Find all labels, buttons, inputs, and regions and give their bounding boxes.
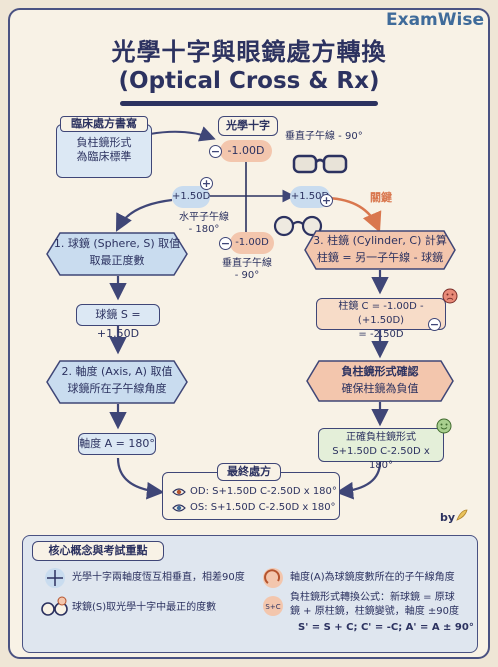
minus-icon: − [428, 318, 441, 331]
confirm-sub: 確保柱鏡為負值 [341, 382, 419, 395]
core-item-4-line-2: 鏡 + 原柱鏡，柱鏡變號，軸度 ±90度 [290, 606, 460, 617]
confirm-title: 負柱鏡形式確認 [341, 365, 419, 378]
brand-logo: ExamWise [386, 10, 484, 30]
cross-top-label: 垂直子午線 - 90° [285, 131, 363, 142]
step3-title: 3. 柱鏡 (Cylinder, C) 計算 [313, 234, 447, 247]
axis-result: 軸度 A = 180° [78, 433, 156, 455]
formula-icon: S+C [263, 596, 283, 616]
plus-icon: + [320, 194, 333, 207]
plus-icon: + [200, 177, 213, 190]
step2-hex-shape [46, 360, 188, 404]
cross-axis-icon [45, 568, 65, 588]
cross-left-power: +1.50D [172, 186, 210, 208]
title-underline [120, 101, 378, 106]
cross-title: 光學十字 [218, 116, 278, 136]
cross-vert-label-2: - 90° [234, 270, 260, 281]
core-item-4-line-1: 負柱鏡形式轉換公式：新球鏡 = 原球 [290, 592, 455, 603]
cross-bottom-power: -1.00D [230, 232, 274, 254]
cyl-calc-line-1: 柱鏡 C = -1.00D - (+1.50D) [338, 301, 424, 326]
core-item-3: 球鏡(S)取光學十字中最正的度數 [72, 602, 217, 613]
cross-top-power: -1.00D [220, 140, 272, 162]
eye-icon [172, 488, 186, 496]
cyl-calc-box: 柱鏡 C = -1.00D - (+1.50D) = -2.50D [316, 298, 446, 340]
final-title: 最終處方 [217, 463, 281, 481]
angle-icon [263, 568, 283, 588]
final-od: OD: S+1.50D C-2.50D x 180° [190, 486, 337, 497]
cyl-calc-line-2: = -2.50D [358, 329, 404, 340]
step1-hex-shape [46, 232, 188, 276]
core-item-4-formula: S' = S + C; C' = -C; A' = A ± 90° [298, 622, 474, 633]
cross-horiz-label-2: - 180° [188, 224, 220, 235]
clinical-body-1: 負柱鏡形式 [76, 136, 132, 149]
clinical-box: 臨床處方書寫 負柱鏡形式 為臨床標準 [56, 116, 152, 178]
core-item-1: 光學十字兩軸度恆互相垂直，相差90度 [72, 572, 245, 583]
step2-title: 2. 軸度 (Axis, A) 取值 [61, 365, 173, 378]
correct-value: S+1.50D C-2.50D x 180° [332, 446, 430, 471]
minus-icon: − [219, 237, 232, 250]
cross-horiz-label-1: 水平子午線 [179, 212, 229, 223]
final-os: OS: S+1.50D C-2.50D x 180° [190, 502, 336, 513]
by-label: by [440, 511, 456, 524]
step2-sub: 球鏡所在子午線角度 [67, 382, 167, 395]
correct-title: 正確負柱鏡形式 [346, 432, 416, 443]
page-subtitle: (Optical Cross & Rx) [118, 68, 380, 94]
lens-icon [41, 596, 68, 616]
step3-hex-shape [304, 230, 456, 270]
step1-title: 1. 球鏡 (Sphere, S) 取值 [53, 237, 181, 250]
clinical-title: 臨床處方書寫 [60, 116, 148, 132]
smile-face-icon [436, 418, 452, 434]
eye-icon [172, 504, 186, 512]
step3-sub: 柱鏡 = 另一子午線 - 球鏡 [316, 251, 444, 264]
sphere-result: 球鏡 S = +1.50D [76, 304, 160, 340]
core-title: 核心概念與考試重點 [32, 541, 164, 561]
minus-icon: − [209, 145, 222, 158]
core-item-2: 軸度(A)為球鏡度數所在的子午線角度 [290, 572, 455, 583]
key-label: 關鍵 [370, 191, 392, 204]
feather-icon [456, 509, 468, 521]
cross-vert-label-1: 垂直子午線 [222, 258, 272, 269]
round-glasses-icon [273, 215, 323, 237]
glasses-icon [292, 154, 348, 174]
clinical-body-2: 為臨床標準 [76, 150, 132, 163]
confirm-hex-shape [306, 360, 454, 402]
svg-text:S+C: S+C [265, 603, 280, 611]
step1-sub: 取最正度數 [89, 254, 145, 267]
correct-form-box: 正確負柱鏡形式 S+1.50D C-2.50D x 180° [318, 428, 444, 471]
page-title: 光學十字與眼鏡處方轉換 [111, 38, 387, 66]
sad-face-icon [442, 288, 458, 304]
